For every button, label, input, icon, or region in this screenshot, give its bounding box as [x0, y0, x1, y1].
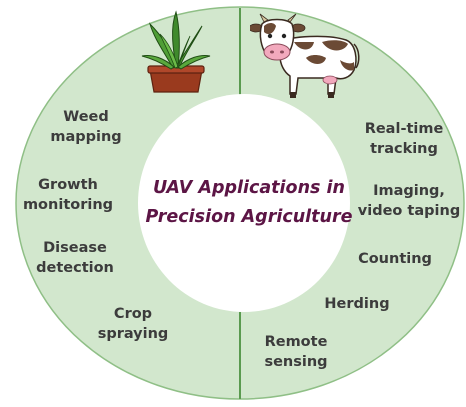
cow-icon — [250, 13, 360, 98]
label-imaging-video-taping: Imaging,video taping — [357, 183, 461, 219]
potted-plant-icon — [141, 10, 211, 93]
title-line-2: Precision Agriculture — [145, 207, 353, 227]
label-counting: Counting — [358, 251, 432, 267]
label-herding: Herding — [324, 296, 390, 312]
title-line-1: UAV Applications in — [152, 178, 346, 198]
diagram-title: UAV Applications in Precision Agricultur… — [145, 174, 352, 232]
inner-circle — [138, 94, 350, 312]
